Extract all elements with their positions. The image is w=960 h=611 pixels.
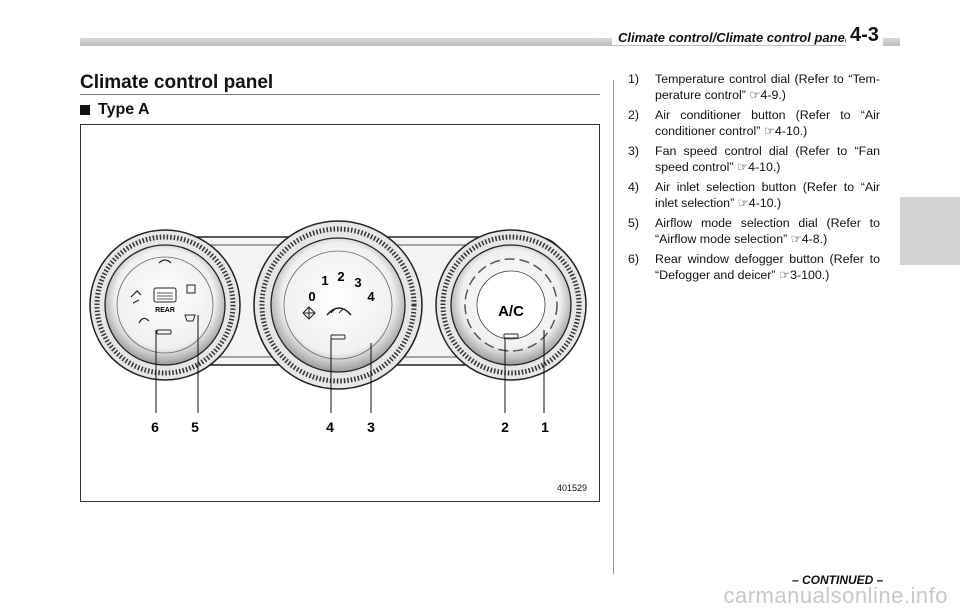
legend-number: 4) [628, 180, 640, 194]
legend-number: 6) [628, 252, 640, 266]
rear-defogger-button [153, 287, 177, 303]
air-inlet-indicator [330, 334, 346, 340]
windshield-defrost-icon [186, 284, 196, 294]
chapter-side-tab [900, 197, 960, 265]
section-rule [80, 94, 600, 95]
vent-floor-icon [138, 317, 150, 324]
legend-item: 6) Rear window defogger button (Refer to … [628, 252, 880, 283]
fan-number-1: 1 [321, 273, 328, 288]
callout-1: 1 [541, 419, 549, 435]
legend-item: 4) Air inlet selection button (Refer to “… [628, 180, 880, 211]
legend-text: Fan speed control dial (Refer to “Fan sp… [655, 144, 880, 174]
callout-2: 2 [501, 419, 509, 435]
defogger-indicator [156, 329, 172, 335]
callout-6: 6 [151, 419, 159, 435]
section-title: Climate control panel [80, 72, 274, 93]
legend-text: Rear window defogger button (Refer to “D… [655, 252, 880, 282]
climate-panel-illustration: REAR 0 1 2 3 4 [89, 220, 587, 435]
fan-speed-dial: 0 1 2 3 4 [253, 220, 423, 390]
legend-text: Air conditioner button (Refer to “Air co… [655, 108, 880, 138]
column-divider [613, 80, 614, 574]
vent-face-icon [130, 290, 142, 304]
ac-label: A/C [498, 303, 524, 320]
callout-3: 3 [367, 419, 375, 435]
ac-indicator [503, 333, 519, 339]
air-inlet-car-icon [326, 307, 352, 316]
callout-leaders [155, 315, 545, 413]
legend-item: 3) Fan speed control dial (Refer to “Fan … [628, 144, 880, 175]
figure-id: 401529 [556, 483, 587, 493]
legend-text: Airflow mode selection dial (Refer to “A… [655, 216, 880, 246]
watermark: carmanualsonline.info [723, 583, 948, 608]
legend-text: Air inlet selection button (Refer to “Ai… [655, 180, 880, 210]
fan-number-2: 2 [337, 269, 344, 284]
rear-label: REAR [155, 307, 175, 314]
legend-number: 2) [628, 108, 640, 122]
climate-panel-figure: REAR 0 1 2 3 4 [80, 124, 600, 502]
subsection-title: Type A [98, 101, 150, 118]
temperature-dial: A/C [435, 229, 587, 381]
defrost-floor-icon [184, 314, 196, 322]
recirc-arrow-icon [330, 308, 344, 314]
running-title: Climate control/Climate control panel [612, 30, 855, 45]
continued-label: – CONTINUED – [792, 573, 884, 587]
square-bullet-icon [80, 105, 90, 115]
subsection-heading: Type A [80, 101, 150, 119]
callout-4: 4 [326, 419, 334, 435]
header-rule [80, 38, 600, 46]
legend-item: 2) Air conditioner button (Refer to “Air … [628, 108, 880, 139]
legend-text: Temperature control dial (Refer to “Tem-… [655, 72, 880, 102]
page-number: 4-3 [846, 24, 883, 47]
fan-number-4: 4 [367, 289, 375, 304]
component-legend: 1) Temperature control dial (Refer to “Te… [628, 72, 880, 288]
airflow-mode-dial: REAR [89, 229, 241, 381]
vent-bilevel-icon [158, 259, 172, 264]
fan-icon [302, 306, 316, 320]
fan-number-0: 0 [308, 289, 315, 304]
legend-item: 1) Temperature control dial (Refer to “Te… [628, 72, 880, 103]
legend-number: 1) [628, 72, 640, 86]
legend-number: 5) [628, 216, 640, 230]
fan-number-3: 3 [354, 275, 361, 290]
defogger-grid-icon [157, 292, 173, 300]
callout-5: 5 [191, 419, 199, 435]
legend-number: 3) [628, 144, 640, 158]
legend-item: 5) Airflow mode selection dial (Refer to … [628, 216, 880, 247]
